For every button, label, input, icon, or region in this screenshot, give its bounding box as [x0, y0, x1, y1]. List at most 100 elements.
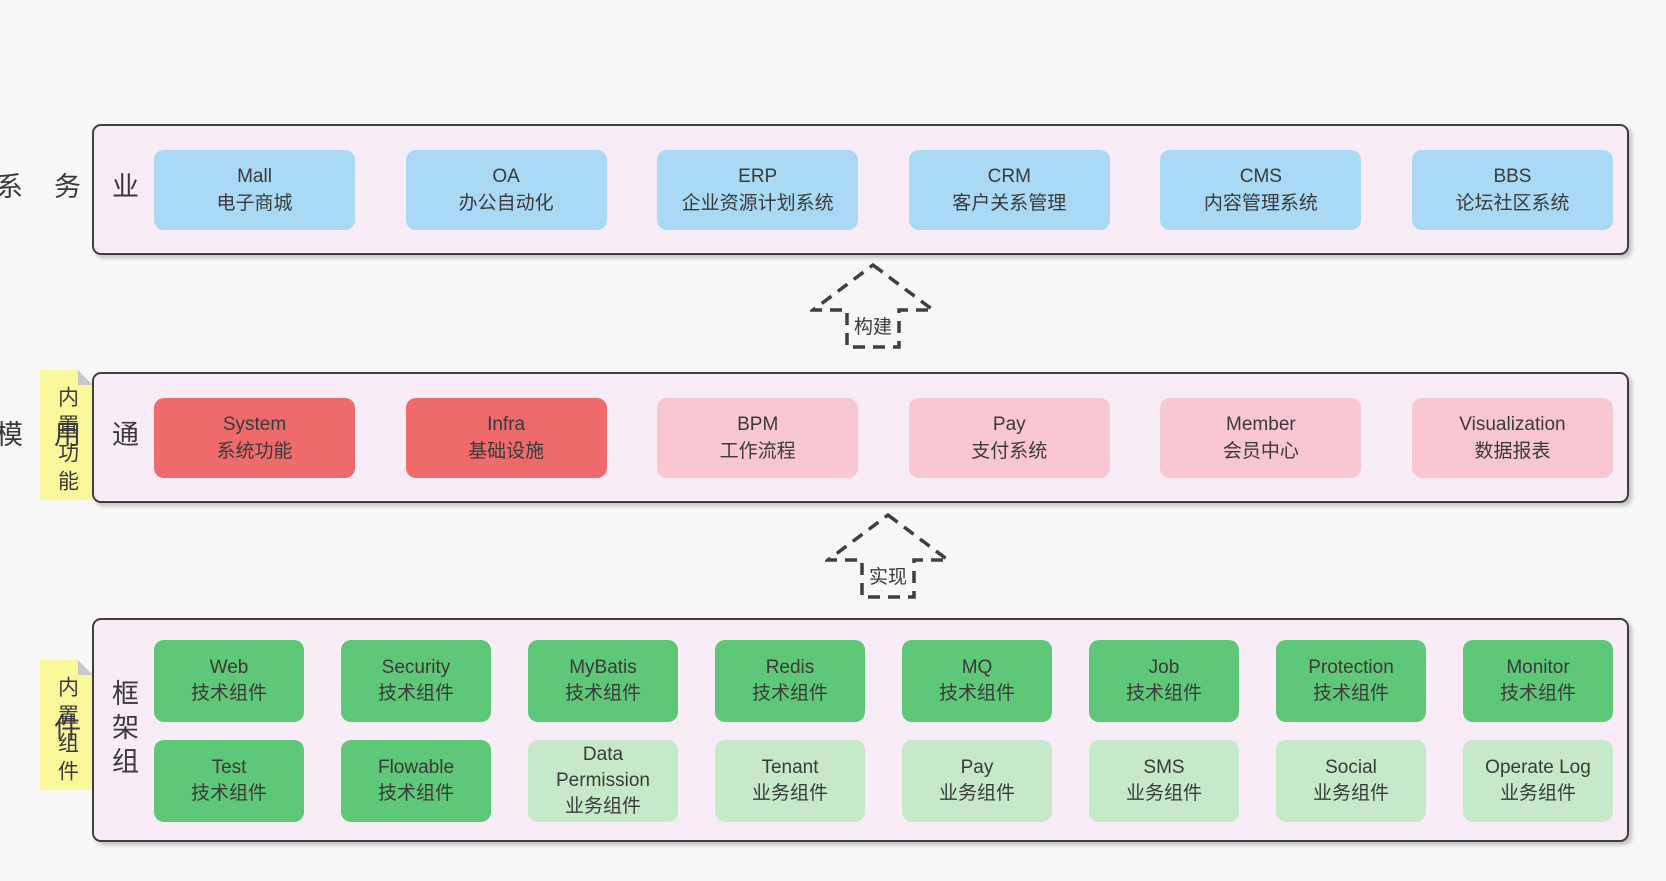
box-job: Job 技术组件 — [1089, 640, 1239, 722]
box-subtitle: 办公自动化 — [458, 192, 554, 214]
box-mall: Mall 电子商城 — [154, 149, 355, 230]
box-subtitle: 业务组件 — [938, 783, 1015, 804]
box-title: SMS — [1143, 757, 1185, 778]
box-subtitle: 电子商城 — [216, 192, 293, 214]
box-subtitle: 技术组件 — [938, 683, 1015, 704]
box-title: Visualization — [1459, 413, 1566, 435]
box-subtitle: 技术组件 — [377, 783, 454, 804]
box-bbs: BBS 论坛社区系统 — [1411, 149, 1613, 230]
box-subtitle: 业务组件 — [564, 796, 641, 817]
box-infra: Infra 基础设施 — [405, 397, 607, 478]
box-title: Infra — [487, 413, 526, 435]
box-title: Test — [211, 757, 247, 778]
box-subtitle: 技术组件 — [377, 683, 454, 704]
box-pay: Pay 支付系统 — [908, 397, 1110, 478]
box-title: Monitor — [1506, 657, 1570, 678]
framework-components-panel: 框架组件 Web 技术组件 Security 技术组件 MyBatis 技术组件… — [50, 618, 1629, 842]
box-title: System — [222, 413, 287, 435]
business-systems-label: 业务系统 — [0, 172, 138, 207]
box-flowable: Flowable 技术组件 — [341, 740, 491, 822]
box-title: Job — [1148, 657, 1180, 678]
box-subtitle: 业务组件 — [1125, 783, 1202, 804]
common-modules-row: System 系统功能 Infra 基础设施 BPM 工作流程 Pay 支付系统… — [154, 374, 1613, 501]
box-title: Protection — [1308, 657, 1394, 678]
box-title: Security — [381, 657, 451, 678]
box-title: Social — [1325, 757, 1377, 778]
box-subtitle: 技术组件 — [190, 683, 267, 704]
box-title: Tenant — [761, 757, 819, 778]
common-modules-label: 通用模块 — [0, 420, 138, 455]
box-sms: SMS 业务组件 — [1089, 740, 1239, 822]
box-title: MyBatis — [569, 657, 637, 678]
box-title: CRM — [987, 165, 1031, 187]
business-systems-panel: 业务系统 Mall 电子商城 OA 办公自动化 ERP 企业资源计划系统 CRM… — [0, 124, 1629, 255]
box-subtitle: 技术组件 — [1125, 683, 1202, 704]
box-subtitle: 数据报表 — [1474, 440, 1551, 462]
box-title: Pay — [960, 757, 994, 778]
box-subtitle: 论坛社区系统 — [1455, 192, 1570, 214]
box-subtitle: 业务组件 — [751, 783, 828, 804]
box-data-permission: Data Permission 业务组件 — [528, 740, 678, 822]
box-title: ERP — [738, 165, 778, 187]
sticky-note-builtin-components: 内置组件 — [40, 660, 93, 790]
box-bpm: BPM 工作流程 — [657, 397, 859, 478]
box-subtitle: 技术组件 — [1499, 683, 1576, 704]
box-redis: Redis 技术组件 — [715, 640, 865, 722]
box-web: Web 技术组件 — [154, 640, 304, 722]
box-test: Test 技术组件 — [154, 740, 304, 822]
box-subtitle: 系统功能 — [216, 440, 293, 462]
box-mybatis: MyBatis 技术组件 — [528, 640, 678, 722]
box-crm: CRM 客户关系管理 — [908, 149, 1110, 230]
box-subtitle: 支付系统 — [971, 440, 1048, 462]
box-title: BBS — [1493, 165, 1532, 187]
sticky-text: 内置功能 — [55, 386, 79, 498]
box-subtitle: 技术组件 — [564, 683, 641, 704]
up-arrow-icon — [825, 512, 951, 599]
box-subtitle: 内容管理系统 — [1203, 192, 1318, 214]
business-systems-row: Mall 电子商城 OA 办公自动化 ERP 企业资源计划系统 CRM 客户关系… — [154, 126, 1613, 253]
framework-components-row-2: Test 技术组件 Flowable 技术组件 Data Permission … — [154, 740, 1613, 822]
box-operate-log: Operate Log 业务组件 — [1463, 740, 1613, 822]
box-oa: OA 办公自动化 — [405, 149, 607, 230]
box-title: Web — [209, 657, 249, 678]
sticky-text: 内置组件 — [55, 676, 79, 788]
box-subtitle: 企业资源计划系统 — [681, 192, 834, 214]
box-subtitle: 业务组件 — [1312, 783, 1389, 804]
box-title: Operate Log — [1485, 757, 1591, 778]
box-title: Redis — [765, 657, 815, 678]
box-protection: Protection 技术组件 — [1276, 640, 1426, 722]
box-title: Member — [1226, 413, 1296, 435]
box-visualization: Visualization 数据报表 — [1411, 397, 1613, 478]
box-title: Data Permission — [556, 744, 650, 791]
box-subtitle: 客户关系管理 — [952, 192, 1067, 214]
framework-components-label: 框架组件 — [50, 679, 138, 781]
box-pay-business: Pay 业务组件 — [902, 740, 1052, 822]
sticky-fold-icon — [78, 660, 93, 675]
box-subtitle: 技术组件 — [751, 683, 828, 704]
box-system: System 系统功能 — [154, 397, 355, 478]
arrow-implement-label: 实现 — [865, 562, 911, 589]
box-title: Mall — [237, 165, 272, 187]
box-title: MQ — [961, 657, 993, 678]
common-modules-panel: 通用模块 System 系统功能 Infra 基础设施 BPM 工作流程 Pay… — [0, 372, 1629, 503]
box-subtitle: 技术组件 — [190, 783, 267, 804]
box-mq: MQ 技术组件 — [902, 640, 1052, 722]
arrow-build-label: 构建 — [850, 312, 896, 339]
box-subtitle: 技术组件 — [1312, 683, 1389, 704]
box-title: Pay — [992, 413, 1026, 435]
framework-components-row-1: Web 技术组件 Security 技术组件 MyBatis 技术组件 Redi… — [154, 640, 1613, 722]
framework-components-grid: Web 技术组件 Security 技术组件 MyBatis 技术组件 Redi… — [154, 640, 1613, 822]
box-social: Social 业务组件 — [1276, 740, 1426, 822]
sticky-fold-icon — [78, 370, 93, 385]
box-subtitle: 业务组件 — [1499, 783, 1576, 804]
box-title: BPM — [737, 413, 779, 435]
box-member: Member 会员中心 — [1160, 397, 1362, 478]
box-erp: ERP 企业资源计划系统 — [657, 149, 859, 230]
box-monitor: Monitor 技术组件 — [1463, 640, 1613, 722]
box-tenant: Tenant 业务组件 — [715, 740, 865, 822]
box-subtitle: 会员中心 — [1222, 440, 1299, 462]
box-subtitle: 基础设施 — [468, 440, 545, 462]
box-title: CMS — [1239, 165, 1282, 187]
box-title: OA — [492, 165, 520, 187]
